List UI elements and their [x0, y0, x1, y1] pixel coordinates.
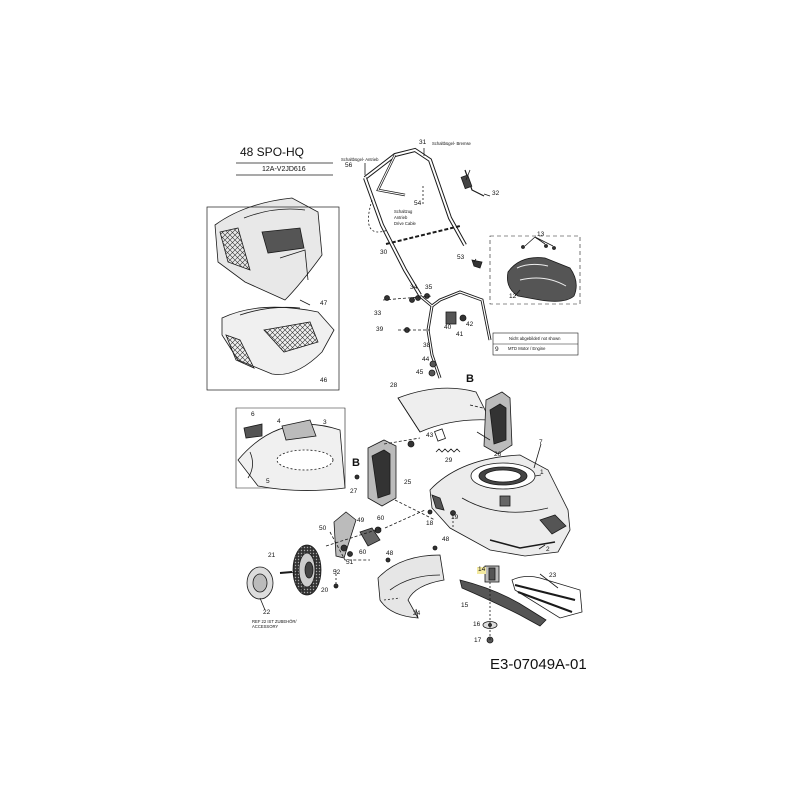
callout-49: 49 — [357, 517, 365, 524]
callout-32: 32 — [492, 190, 500, 197]
section-marker-b-left: B — [352, 457, 360, 469]
note-drive-cable-3: Drive Cable — [394, 221, 416, 226]
callout-53: 53 — [457, 254, 465, 261]
callout-19: 19 — [451, 514, 459, 521]
callout-22: 22 — [263, 609, 271, 616]
callout-24: 24 — [413, 610, 421, 617]
callout-39: 39 — [376, 326, 384, 333]
note-switch-drive: Schaltbügel- Antrieb — [341, 157, 379, 162]
callout-48-right: 48 — [442, 536, 450, 543]
callout-29: 29 — [445, 457, 453, 464]
callout-3: 3 — [323, 419, 327, 426]
callout-38: 38 — [423, 342, 431, 349]
callout-41: 41 — [456, 331, 464, 338]
note-drive-cable-2: Antrieb — [394, 215, 408, 220]
callout-18: 18 — [426, 520, 434, 527]
callout-33: 33 — [374, 310, 382, 317]
clip-53 — [471, 259, 483, 269]
callout-1: 1 — [540, 469, 544, 476]
blade-assembly — [427, 509, 583, 644]
section-marker-b-right: B — [466, 373, 474, 385]
callout-9: 9 — [495, 346, 499, 353]
callout-7: 7 — [539, 439, 543, 446]
left-bracket — [354, 437, 421, 507]
callout-5: 5 — [266, 478, 270, 485]
callout-4: 4 — [277, 418, 281, 425]
lower-handle — [382, 290, 492, 379]
callout-2: 2 — [546, 546, 550, 553]
callout-21: 21 — [268, 552, 276, 559]
callout-14: 14 — [477, 566, 487, 574]
spring — [435, 448, 461, 453]
callout-30: 30 — [380, 249, 388, 256]
note-not-shown: Nicht abgebildet/ not shown — [509, 336, 561, 341]
callout-25: 25 — [404, 479, 412, 486]
callout-51: 51 — [346, 559, 354, 566]
callout-20: 20 — [321, 587, 329, 594]
callout-40: 40 — [444, 324, 452, 331]
callout-35: 35 — [425, 284, 433, 291]
callout-27: 27 — [350, 488, 358, 495]
callout-17: 17 — [474, 637, 482, 644]
mower-deck — [429, 454, 571, 557]
height-adjuster — [325, 511, 383, 589]
right-bracket — [483, 391, 513, 455]
callout-44: 44 — [422, 356, 430, 363]
note-accessory-1: REF 22 IST ZUBEHÖR/ — [252, 619, 297, 624]
upper-handle — [363, 147, 467, 297]
callout-26: 26 — [494, 451, 502, 458]
model-code: 12A-V2JD616 — [262, 166, 306, 173]
brake-cable — [460, 169, 485, 197]
mulch-kit — [235, 407, 346, 491]
callout-48-left: 48 — [386, 550, 394, 557]
callout-43: 43 — [426, 432, 434, 439]
note-accessory-2: ACCESSORY — [252, 624, 279, 629]
callout-52: 52 — [333, 569, 341, 576]
grass-bag-top — [214, 197, 323, 301]
callout-50: 50 — [319, 525, 327, 532]
callout-23: 23 — [549, 572, 557, 579]
drawing-code: E3-07049A-01 — [490, 656, 587, 673]
wheel-assembly — [246, 544, 322, 600]
callout-15: 15 — [461, 602, 469, 609]
note-drive-cable-1: Schaltzug — [394, 209, 413, 214]
callout-45: 45 — [416, 369, 424, 376]
callout-16: 16 — [473, 621, 481, 628]
callout-56: 56 — [345, 162, 353, 169]
note-engine: MTD Motor / Engine — [508, 346, 546, 351]
callout-60-bottom: 60 — [359, 549, 367, 556]
callout-31: 31 — [419, 139, 427, 146]
rear-flap — [397, 387, 491, 442]
callout-13: 13 — [537, 231, 545, 238]
callout-42: 42 — [466, 321, 474, 328]
callout-47: 47 — [320, 300, 328, 307]
grass-bag-bottom — [206, 206, 340, 391]
rear-guard — [377, 545, 445, 619]
diagram-title: 48 SPO-HQ — [240, 145, 305, 159]
callout-60-top: 60 — [377, 515, 385, 522]
engine-cover — [489, 235, 581, 305]
callout-6: 6 — [251, 411, 255, 418]
callout-46: 46 — [320, 377, 328, 384]
note-switch-brake: Schaltbügel- Bremse — [432, 141, 471, 146]
callout-28: 28 — [390, 382, 398, 389]
callout-12: 12 — [509, 293, 517, 300]
callout-54: 54 — [414, 200, 422, 207]
callout-34: 34 — [410, 284, 418, 291]
